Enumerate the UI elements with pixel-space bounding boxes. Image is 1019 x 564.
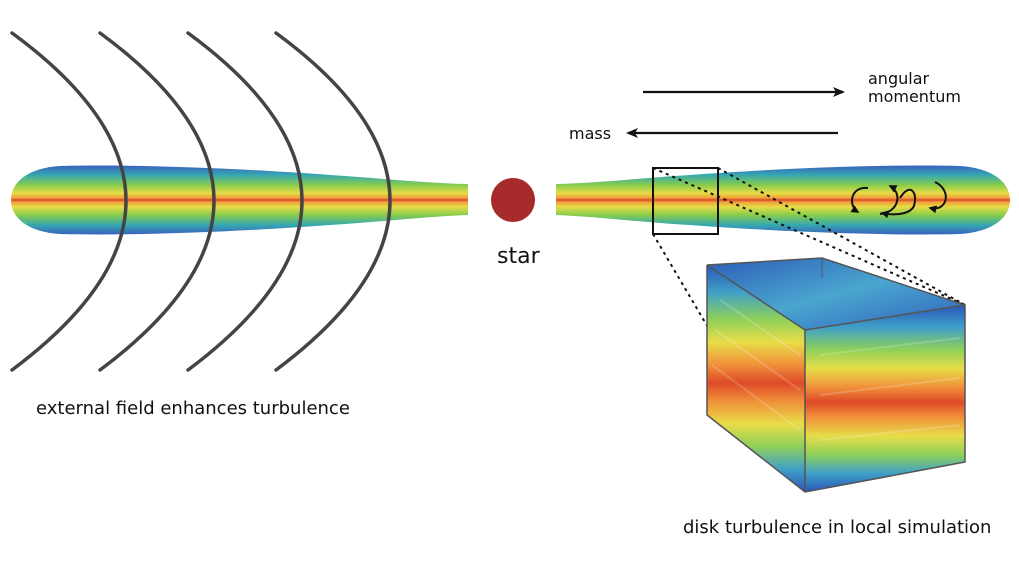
simulation-box [706, 257, 966, 493]
angular-momentum-label-line2: momentum [868, 87, 961, 107]
star-icon [491, 178, 535, 222]
right-disk [556, 165, 1010, 235]
zoom-box [652, 167, 719, 235]
curl-icon-4 [928, 181, 947, 214]
left-disk [11, 165, 468, 235]
star-label: star [497, 244, 540, 269]
mass-label: mass [569, 124, 612, 143]
sim-box-top [707, 258, 965, 330]
curl-icon-1 [850, 186, 869, 213]
curl-icon-3 [880, 188, 916, 219]
field-line-4 [274, 31, 392, 372]
sim-box-side [805, 305, 965, 492]
disk-turbulence-label: disk turbulence in local simulation [683, 517, 992, 538]
turbulence-curl-icons [850, 181, 947, 219]
external-field-label: external field enhances turbulence [36, 398, 350, 419]
field-line-1 [10, 31, 128, 372]
angular-momentum-label-line1: angular [868, 69, 930, 88]
field-line-2 [98, 31, 216, 372]
angular-momentum-label: angular momentum [868, 69, 961, 107]
field-line-3 [186, 31, 304, 372]
external-field-lines [10, 31, 392, 372]
sim-box-front [707, 265, 805, 492]
